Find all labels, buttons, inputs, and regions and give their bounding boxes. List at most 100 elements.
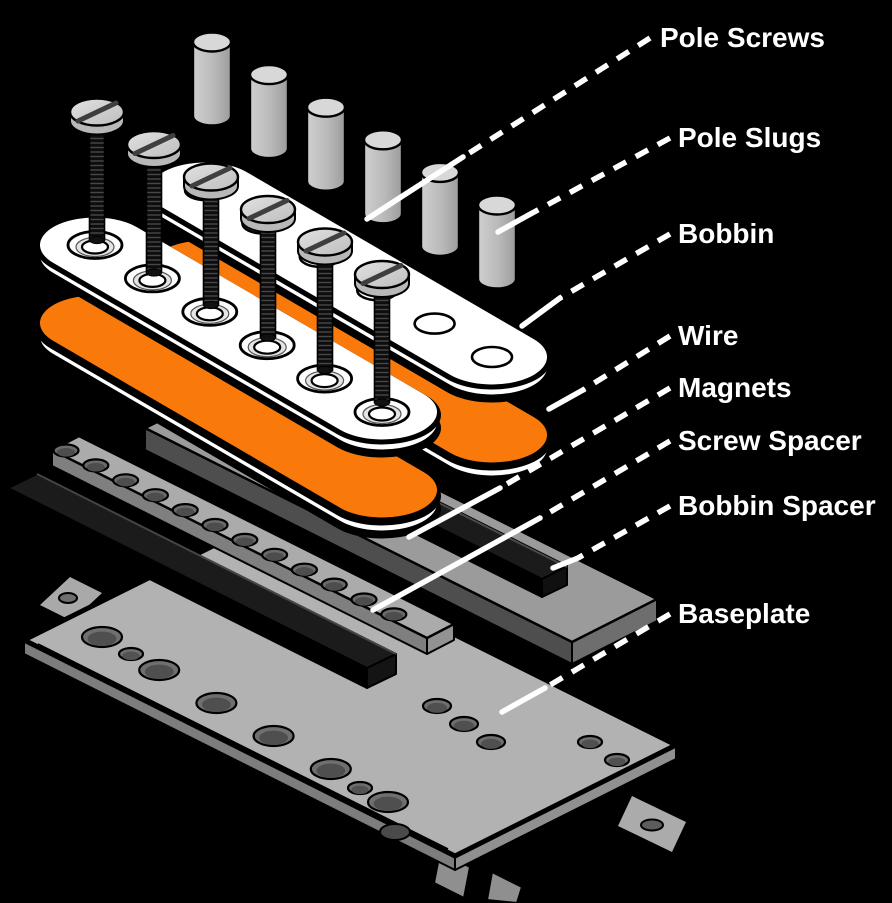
baseplate-slot-hole (379, 823, 411, 841)
baseplate-pole-hole-inner (316, 763, 346, 778)
screw-spacer-hole-inner (325, 582, 344, 591)
label-wire: Wire (678, 320, 738, 351)
slug-body (476, 203, 518, 290)
label-bobbin-spacer: Bobbin Spacer (678, 490, 876, 521)
slug-top (191, 31, 233, 53)
bar-highlight (36, 473, 397, 655)
screw-spacer-hole-inner (116, 477, 135, 487)
screw-tip (317, 365, 333, 375)
countersink-inner (195, 306, 224, 322)
slug-body (305, 106, 347, 192)
pole-screws-part (68, 97, 411, 407)
screw-slot (246, 198, 290, 221)
pole-screw (125, 129, 183, 277)
screw-spacer-hole-inner (384, 611, 403, 621)
leader-baseplate-tip (499, 685, 548, 715)
pole-slug (476, 194, 518, 290)
leader-magnets-tip (406, 485, 503, 540)
label-pole-slugs: Pole Slugs (678, 122, 821, 153)
baseplate-center-hole-inner (453, 720, 475, 731)
screw-shaft (316, 255, 334, 371)
countersink-inner (253, 339, 282, 355)
leader-bobbin-spacer-dash (576, 503, 672, 561)
slug-top (305, 96, 347, 118)
screw-spacer-hole-inner (235, 537, 254, 547)
screw-shaft (373, 287, 391, 404)
countersink-inner (310, 373, 339, 389)
pole-screw (182, 162, 240, 310)
baseplate-ear-hole (640, 818, 664, 832)
screw-spacer-hole-inner (146, 492, 165, 502)
screw-tip (203, 300, 219, 310)
leader-bobbin-spacer-tip (550, 555, 581, 571)
part-labels: Pole Screws Pole Slugs Bobbin Wire Magne… (660, 22, 876, 629)
screw-slot (75, 100, 119, 124)
screw-slot (360, 263, 404, 286)
leader-magnets-dash (498, 385, 672, 491)
pole-screw (296, 227, 354, 375)
leader-pole-screws-tip (364, 154, 466, 222)
baseplate-pole-hole-inner (373, 796, 403, 811)
label-baseplate: Baseplate (678, 598, 810, 629)
screw-spacer-hole-inner (295, 567, 314, 576)
baseplate-right-hole-inner (608, 757, 626, 767)
slug-top (476, 194, 518, 216)
pole-slugs-part (191, 31, 518, 290)
screw-bobbin-part (36, 217, 441, 539)
screw-spacer-hole-inner (265, 552, 284, 561)
leader-pole-slugs-tip (495, 214, 528, 235)
baseplate-foot (486, 871, 523, 903)
baseplate-holes (80, 625, 631, 814)
screw-shaft (88, 125, 106, 241)
slug-body (248, 73, 290, 160)
slug-bobbin-hole (470, 345, 514, 369)
baseplate-center-hole-inner (480, 738, 502, 749)
baseplate-pole-hole-inner (144, 664, 174, 679)
screw-spacer-hole-inner (206, 522, 224, 532)
leader-lines (364, 35, 672, 715)
leader-screw-spacer-tip (370, 515, 543, 613)
leader-pole-slugs-dash (523, 135, 672, 220)
screw-spacer-part (50, 434, 456, 655)
baseplate-pole-hole-inner (87, 631, 117, 646)
screw-spacer-hole-inner (176, 507, 195, 517)
slug-body (419, 171, 461, 258)
screw-tip (89, 235, 105, 245)
pole-slug (191, 31, 233, 127)
leader-bobbin-dash (558, 231, 672, 301)
coil-wire-band (40, 295, 437, 518)
screw-spacer-hole-inner (355, 596, 373, 606)
leader-bobbin-tip (519, 295, 563, 329)
label-magnets: Magnets (678, 372, 792, 403)
screw-spacer-holes (52, 443, 408, 622)
pole-screw (68, 97, 126, 245)
screw-spacer-hole-inner (57, 447, 75, 457)
pole-slug (419, 161, 461, 258)
pole-screw (353, 259, 411, 407)
slug-bobbin-hole (413, 312, 456, 335)
slug-body (191, 40, 233, 127)
leader-pole-screws-dash (461, 35, 652, 160)
leader-wire-dash (581, 333, 672, 393)
pole-slug (248, 63, 290, 160)
screw-tip (146, 268, 162, 277)
slug-top (362, 129, 404, 151)
screw-shaft (259, 222, 277, 339)
baseplate-right-hole-inner (581, 739, 599, 749)
baseplate-screw-hole-inner (122, 651, 140, 661)
baseplate-part (21, 527, 690, 903)
screw-shaft (202, 190, 220, 306)
label-screw-spacer: Screw Spacer (678, 425, 862, 456)
baseplate-screw-hole-inner (351, 785, 369, 795)
label-pole-screws: Pole Screws (660, 22, 825, 53)
countersink-inner (367, 406, 397, 422)
baseplate-pole-hole-inner (202, 697, 231, 712)
baseplate-edge-line (37, 643, 449, 850)
screw-spacer-hole-inner (86, 462, 105, 472)
baseplate-ear-hole (58, 592, 78, 604)
baseplate-center-hole-inner (426, 702, 448, 713)
screw-tip (260, 333, 276, 342)
slug-top (248, 63, 290, 86)
